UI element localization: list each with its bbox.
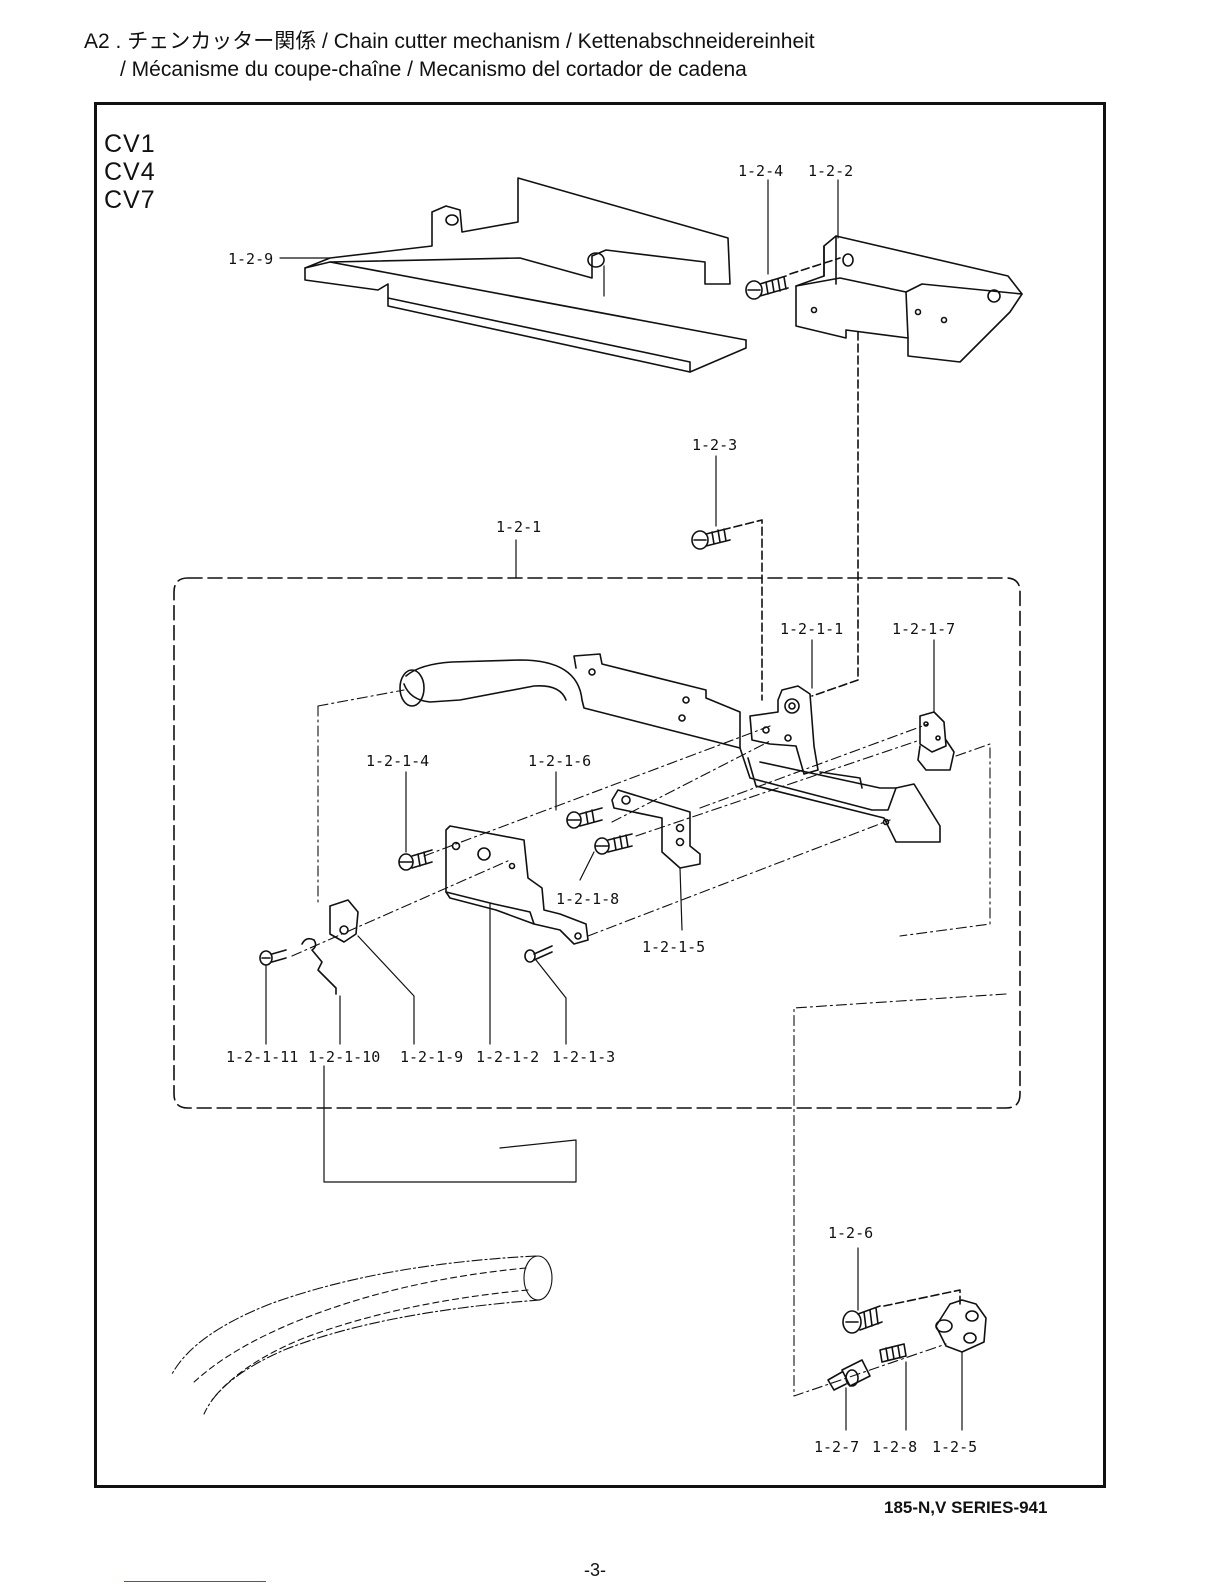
label-1-2-4: 1-2-4 <box>738 162 783 180</box>
spring-part-1-2-1-10 <box>301 937 337 995</box>
label-1-2-1-10: 1-2-1-10 <box>308 1048 380 1066</box>
model-cv7: CV7 <box>104 186 156 214</box>
group-box-1-2-1 <box>173 577 1021 1109</box>
page-title: A2 . チェンカッター関係 / Chain cutter mechanism … <box>84 28 815 84</box>
label-1-2-1-7: 1-2-1-7 <box>892 620 955 638</box>
title-line-1: A2 . チェンカッター関係 / Chain cutter mechanism … <box>84 30 815 53</box>
holder-part-1-2-1-9 <box>329 899 359 943</box>
screw-part-1-2-1-3 <box>524 945 553 963</box>
screw-part-1-2-1-11 <box>259 949 287 966</box>
label-1-2-1: 1-2-1 <box>496 518 541 536</box>
label-1-2-2: 1-2-2 <box>808 162 853 180</box>
screw-part-1-2-1-8 <box>594 833 633 855</box>
label-1-2-1-11: 1-2-1-11 <box>226 1048 298 1066</box>
model-cv1: CV1 <box>104 130 156 158</box>
bracket-part-1-2-1-1 <box>749 685 819 775</box>
label-1-2-1-3: 1-2-1-3 <box>552 1048 615 1066</box>
label-1-2-1-8: 1-2-1-8 <box>556 890 619 908</box>
screw-part-1-2-4 <box>745 257 841 300</box>
cutter-arm-assembly <box>399 653 941 843</box>
label-1-2-1-6: 1-2-1-6 <box>528 752 591 770</box>
screw-part-1-2-1-6 <box>566 807 603 829</box>
clip-part-1-2-1-7 <box>917 711 955 771</box>
label-1-2-6: 1-2-6 <box>828 1224 873 1242</box>
screw-part-1-2-3 <box>691 519 763 701</box>
bottom-label-leaders <box>845 1247 963 1431</box>
leader-block-to-bracket <box>811 331 859 697</box>
alignment-leaders <box>291 689 1007 1397</box>
label-1-2-1-2: 1-2-1-2 <box>476 1048 539 1066</box>
label-leaders <box>265 179 935 1045</box>
page-number: -3- <box>584 1560 606 1580</box>
holder-part-1-2-5 <box>935 1299 987 1353</box>
leader-to-tube <box>323 1065 577 1183</box>
model-list: CV1 CV4 CV7 <box>104 130 156 214</box>
label-1-2-1-4: 1-2-1-4 <box>366 752 429 770</box>
pin-part-1-2-7 <box>827 1359 871 1391</box>
screw-part-1-2-6 <box>842 1289 961 1334</box>
tube-part <box>171 1255 553 1415</box>
blade-plate-part-1-2-1-2 <box>445 825 589 945</box>
label-1-2-1-5: 1-2-1-5 <box>642 938 705 956</box>
label-1-2-3: 1-2-3 <box>692 436 737 454</box>
series-footer: 185-N,V SERIES-941 <box>884 1498 1048 1517</box>
label-1-2-5: 1-2-5 <box>932 1438 977 1456</box>
title-line-2: / Mécanisme du coupe-chaîne / Mecanismo … <box>120 58 747 81</box>
block-part-1-2-2 <box>795 235 1023 363</box>
label-1-2-7: 1-2-7 <box>814 1438 859 1456</box>
screw-part-1-2-1-4 <box>398 849 433 871</box>
screw-part-1-2-8 <box>879 1343 907 1363</box>
diagram-frame <box>94 102 1106 1488</box>
label-1-2-9: 1-2-9 <box>228 250 273 268</box>
model-cv4: CV4 <box>104 158 156 186</box>
label-1-2-8: 1-2-8 <box>872 1438 917 1456</box>
plate-part-1-2-1-5 <box>611 789 701 869</box>
divider-line <box>124 1581 266 1583</box>
label-1-2-1-9: 1-2-1-9 <box>400 1048 463 1066</box>
label-1-2-1-1: 1-2-1-1 <box>780 620 843 638</box>
plate-part-1-2-9 <box>304 177 747 373</box>
